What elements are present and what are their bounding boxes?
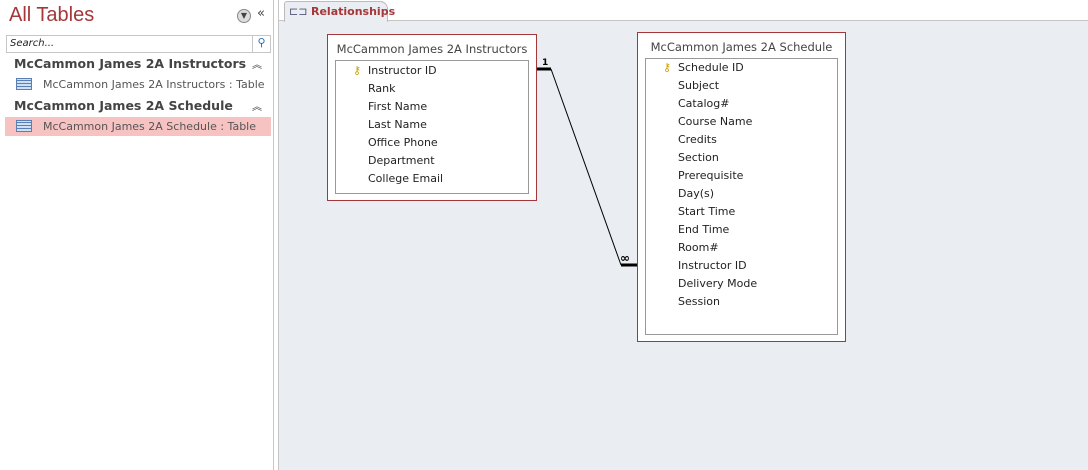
field-name: Catalog# [678, 97, 730, 110]
field-name: Course Name [678, 115, 753, 128]
search-icon[interactable]: ⚲ [252, 36, 270, 52]
primary-key-icon: ⚷ [353, 64, 362, 77]
field-name: Department [368, 154, 435, 167]
field-item[interactable]: Subject [646, 77, 837, 95]
field-name: Section [678, 151, 719, 164]
group-header-instructors[interactable]: McCammon James 2A Instructors ︽ [14, 56, 268, 71]
field-name: Prerequisite [678, 169, 744, 182]
field-item[interactable]: Session [646, 293, 837, 311]
field-name: First Name [368, 100, 428, 113]
relationships-icon: ⊏⊐ [289, 5, 308, 18]
field-name: Subject [678, 79, 720, 92]
field-name: End Time [678, 223, 730, 236]
field-item[interactable]: Department [336, 152, 528, 170]
collapse-chevron-icon[interactable]: ︽ [252, 60, 262, 71]
field-item[interactable]: First Name [336, 98, 528, 116]
field-name: Rank [368, 82, 396, 95]
item-label: McCammon James 2A Instructors : Table [43, 78, 265, 91]
table-title: McCammon James 2A Instructors [336, 42, 528, 56]
group-header-schedule[interactable]: McCammon James 2A Schedule ︽ [14, 98, 268, 113]
search-input[interactable]: Search... ⚲ [6, 35, 271, 53]
many-label: ∞ [620, 251, 630, 265]
relationship-line[interactable]: 1 ∞ [279, 0, 1088, 470]
field-item[interactable]: ⚷ Instructor ID [336, 62, 528, 80]
field-name: Credits [678, 133, 717, 146]
field-name: College Email [368, 172, 444, 185]
field-item[interactable]: Catalog# [646, 95, 837, 113]
table-box-instructors[interactable]: McCammon James 2A Instructors ⚷ Instructo… [327, 34, 537, 201]
primary-key-icon: ⚷ [663, 61, 672, 74]
field-item[interactable]: Room# [646, 239, 837, 257]
field-item[interactable]: Last Name [336, 116, 528, 134]
navigation-pane: All Tables ▼ « Search... ⚲ McCammon James… [0, 0, 274, 470]
group-label: McCammon James 2A Schedule [14, 98, 233, 113]
field-item[interactable]: Instructor ID [646, 257, 837, 275]
group-label: McCammon James 2A Instructors [14, 56, 247, 71]
field-name: Delivery Mode [678, 277, 758, 290]
one-label: 1 [542, 58, 548, 68]
tab-relationships[interactable]: ⊏⊐Relationships [284, 1, 395, 22]
field-item[interactable]: College Email [336, 170, 528, 188]
document-tab-bar: ⊏⊐Relationships [279, 0, 1088, 22]
table-icon [16, 78, 32, 90]
field-name: Instructor ID [678, 259, 747, 272]
nav-item-instructors-table[interactable]: McCammon James 2A Instructors : Table [5, 75, 271, 94]
field-item[interactable]: Course Name [646, 113, 837, 131]
collapse-chevron-icon[interactable]: ︽ [252, 102, 262, 113]
relationships-workspace[interactable]: ⊏⊐Relationships 1 ∞ McCammon James 2A In… [278, 0, 1088, 470]
field-item[interactable]: Prerequisite [646, 167, 837, 185]
field-item[interactable]: Section [646, 149, 837, 167]
field-name: Instructor ID [368, 64, 437, 77]
item-label: McCammon James 2A Schedule : Table [43, 120, 256, 133]
field-name: Schedule ID [678, 61, 744, 74]
field-item[interactable]: Delivery Mode [646, 275, 837, 293]
field-name: Room# [678, 241, 719, 254]
search-placeholder: Search... [10, 38, 55, 49]
field-item[interactable]: Credits [646, 131, 837, 149]
table-title: McCammon James 2A Schedule [650, 40, 833, 54]
dropdown-icon[interactable]: ▼ [237, 9, 251, 23]
field-item[interactable]: Day(s) [646, 185, 837, 203]
field-item[interactable]: Office Phone [336, 134, 528, 152]
field-name: Day(s) [678, 187, 715, 200]
field-name: Session [678, 295, 720, 308]
field-name: Start Time [678, 205, 736, 218]
nav-item-schedule-table[interactable]: McCammon James 2A Schedule : Table [5, 117, 271, 136]
field-name: Office Phone [368, 136, 438, 149]
field-item[interactable]: ⚷ Schedule ID [646, 59, 837, 77]
field-item[interactable]: Start Time [646, 203, 837, 221]
table-box-schedule[interactable]: McCammon James 2A Schedule ⚷ Schedule ID S… [637, 32, 846, 342]
table-icon [16, 120, 32, 132]
field-item[interactable]: Rank [336, 80, 528, 98]
nav-title[interactable]: All Tables [9, 4, 95, 26]
field-name: Last Name [368, 118, 427, 131]
collapse-pane-icon[interactable]: « [257, 6, 265, 21]
field-item[interactable]: End Time [646, 221, 837, 239]
tab-label: Relationships [311, 5, 396, 18]
